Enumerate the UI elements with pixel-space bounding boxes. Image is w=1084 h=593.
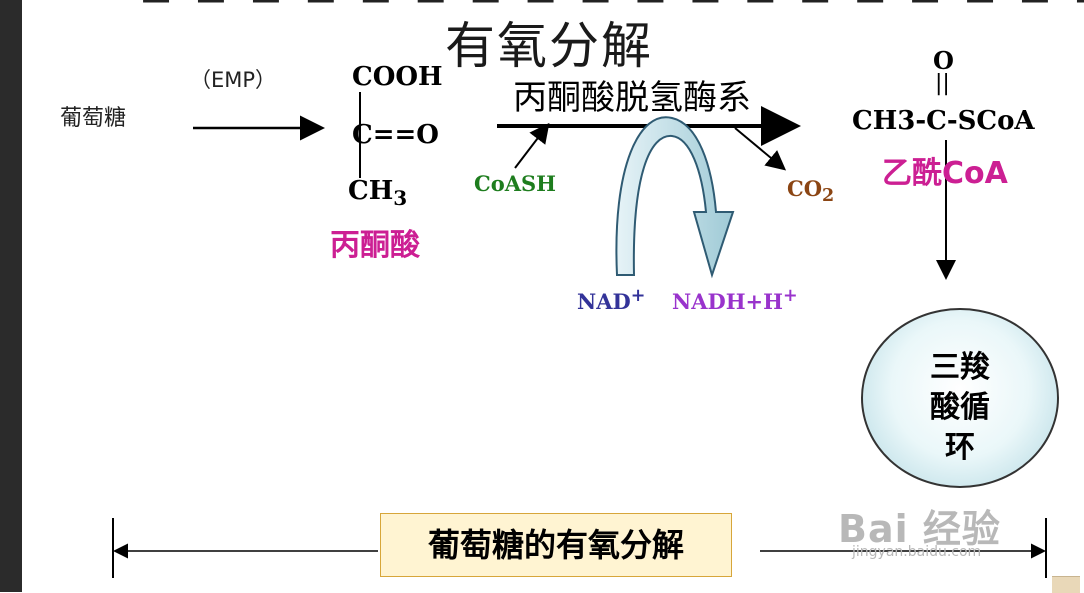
coash-label: CoASH <box>474 171 557 196</box>
summary-box: 葡萄糖的有氧分解 <box>380 513 732 577</box>
summary-label: 葡萄糖的有氧分解 <box>427 526 684 564</box>
acetyl-oxygen: O <box>933 46 954 75</box>
tca-line-1: 三羧 <box>930 350 990 385</box>
enzyme-label: 丙酮酸脱氢酶系 <box>513 78 751 118</box>
corner-widget[interactable] <box>1052 576 1080 593</box>
pyruvate-cooh: COOH <box>352 62 443 92</box>
nad-curved-arrow <box>615 116 735 279</box>
co2-text: CO <box>787 176 823 201</box>
nad-label: NAD+ <box>577 286 645 314</box>
nadh-label: NADH+H+ <box>672 286 798 314</box>
nadh-text: NADH+H <box>672 289 783 314</box>
acetyl-coa-formula: CH3-C-SCoA <box>852 106 1035 136</box>
pyruvate-name: 丙酮酸 <box>330 228 420 263</box>
pyruvate-carbonyl: C==O <box>352 120 439 150</box>
pyruvate-methyl: CH3 <box>348 176 407 210</box>
coash-input-arrow <box>514 122 550 169</box>
tca-line-2: 酸循 <box>930 390 990 425</box>
page-title: 有氧分解 <box>445 17 653 75</box>
acetyl-coa-name: 乙酰CoA <box>882 156 1008 191</box>
baidu-watermark: Bai 经验 jingyan.baidu.com <box>838 498 1028 573</box>
methyl-subscript: 3 <box>393 186 408 211</box>
watermark-url: jingyan.baidu.com <box>852 544 982 560</box>
cropped-header-text: ▬ ▬ ▬ ▬ ▬ ▬ ▬ ▬ ▬ ▬ ▬ ▬ ▬ ▬ ▬ ▬ ▬ ▬ <box>140 0 1084 14</box>
acetyl-double-bond: || <box>935 71 950 96</box>
glucose-label: 葡萄糖 <box>60 106 127 131</box>
tca-line-3: 环 <box>945 430 975 465</box>
tca-cycle-label: 三羧 酸循 环 <box>863 348 1057 468</box>
nad-superscript: + <box>630 286 646 306</box>
co2-subscript: 2 <box>822 186 835 207</box>
co2-output-arrow <box>734 127 787 171</box>
nad-text: NAD <box>577 289 631 314</box>
left-dark-bar <box>0 0 22 592</box>
co2-label: CO2 <box>787 176 834 206</box>
watermark-main: Bai 经验 <box>838 507 1001 551</box>
nadh-superscript: + <box>782 286 798 306</box>
methyl-ch: CH <box>348 176 394 206</box>
tca-cycle-circle: 三羧 酸循 环 <box>861 308 1059 488</box>
emp-label: （EMP） <box>190 68 277 92</box>
